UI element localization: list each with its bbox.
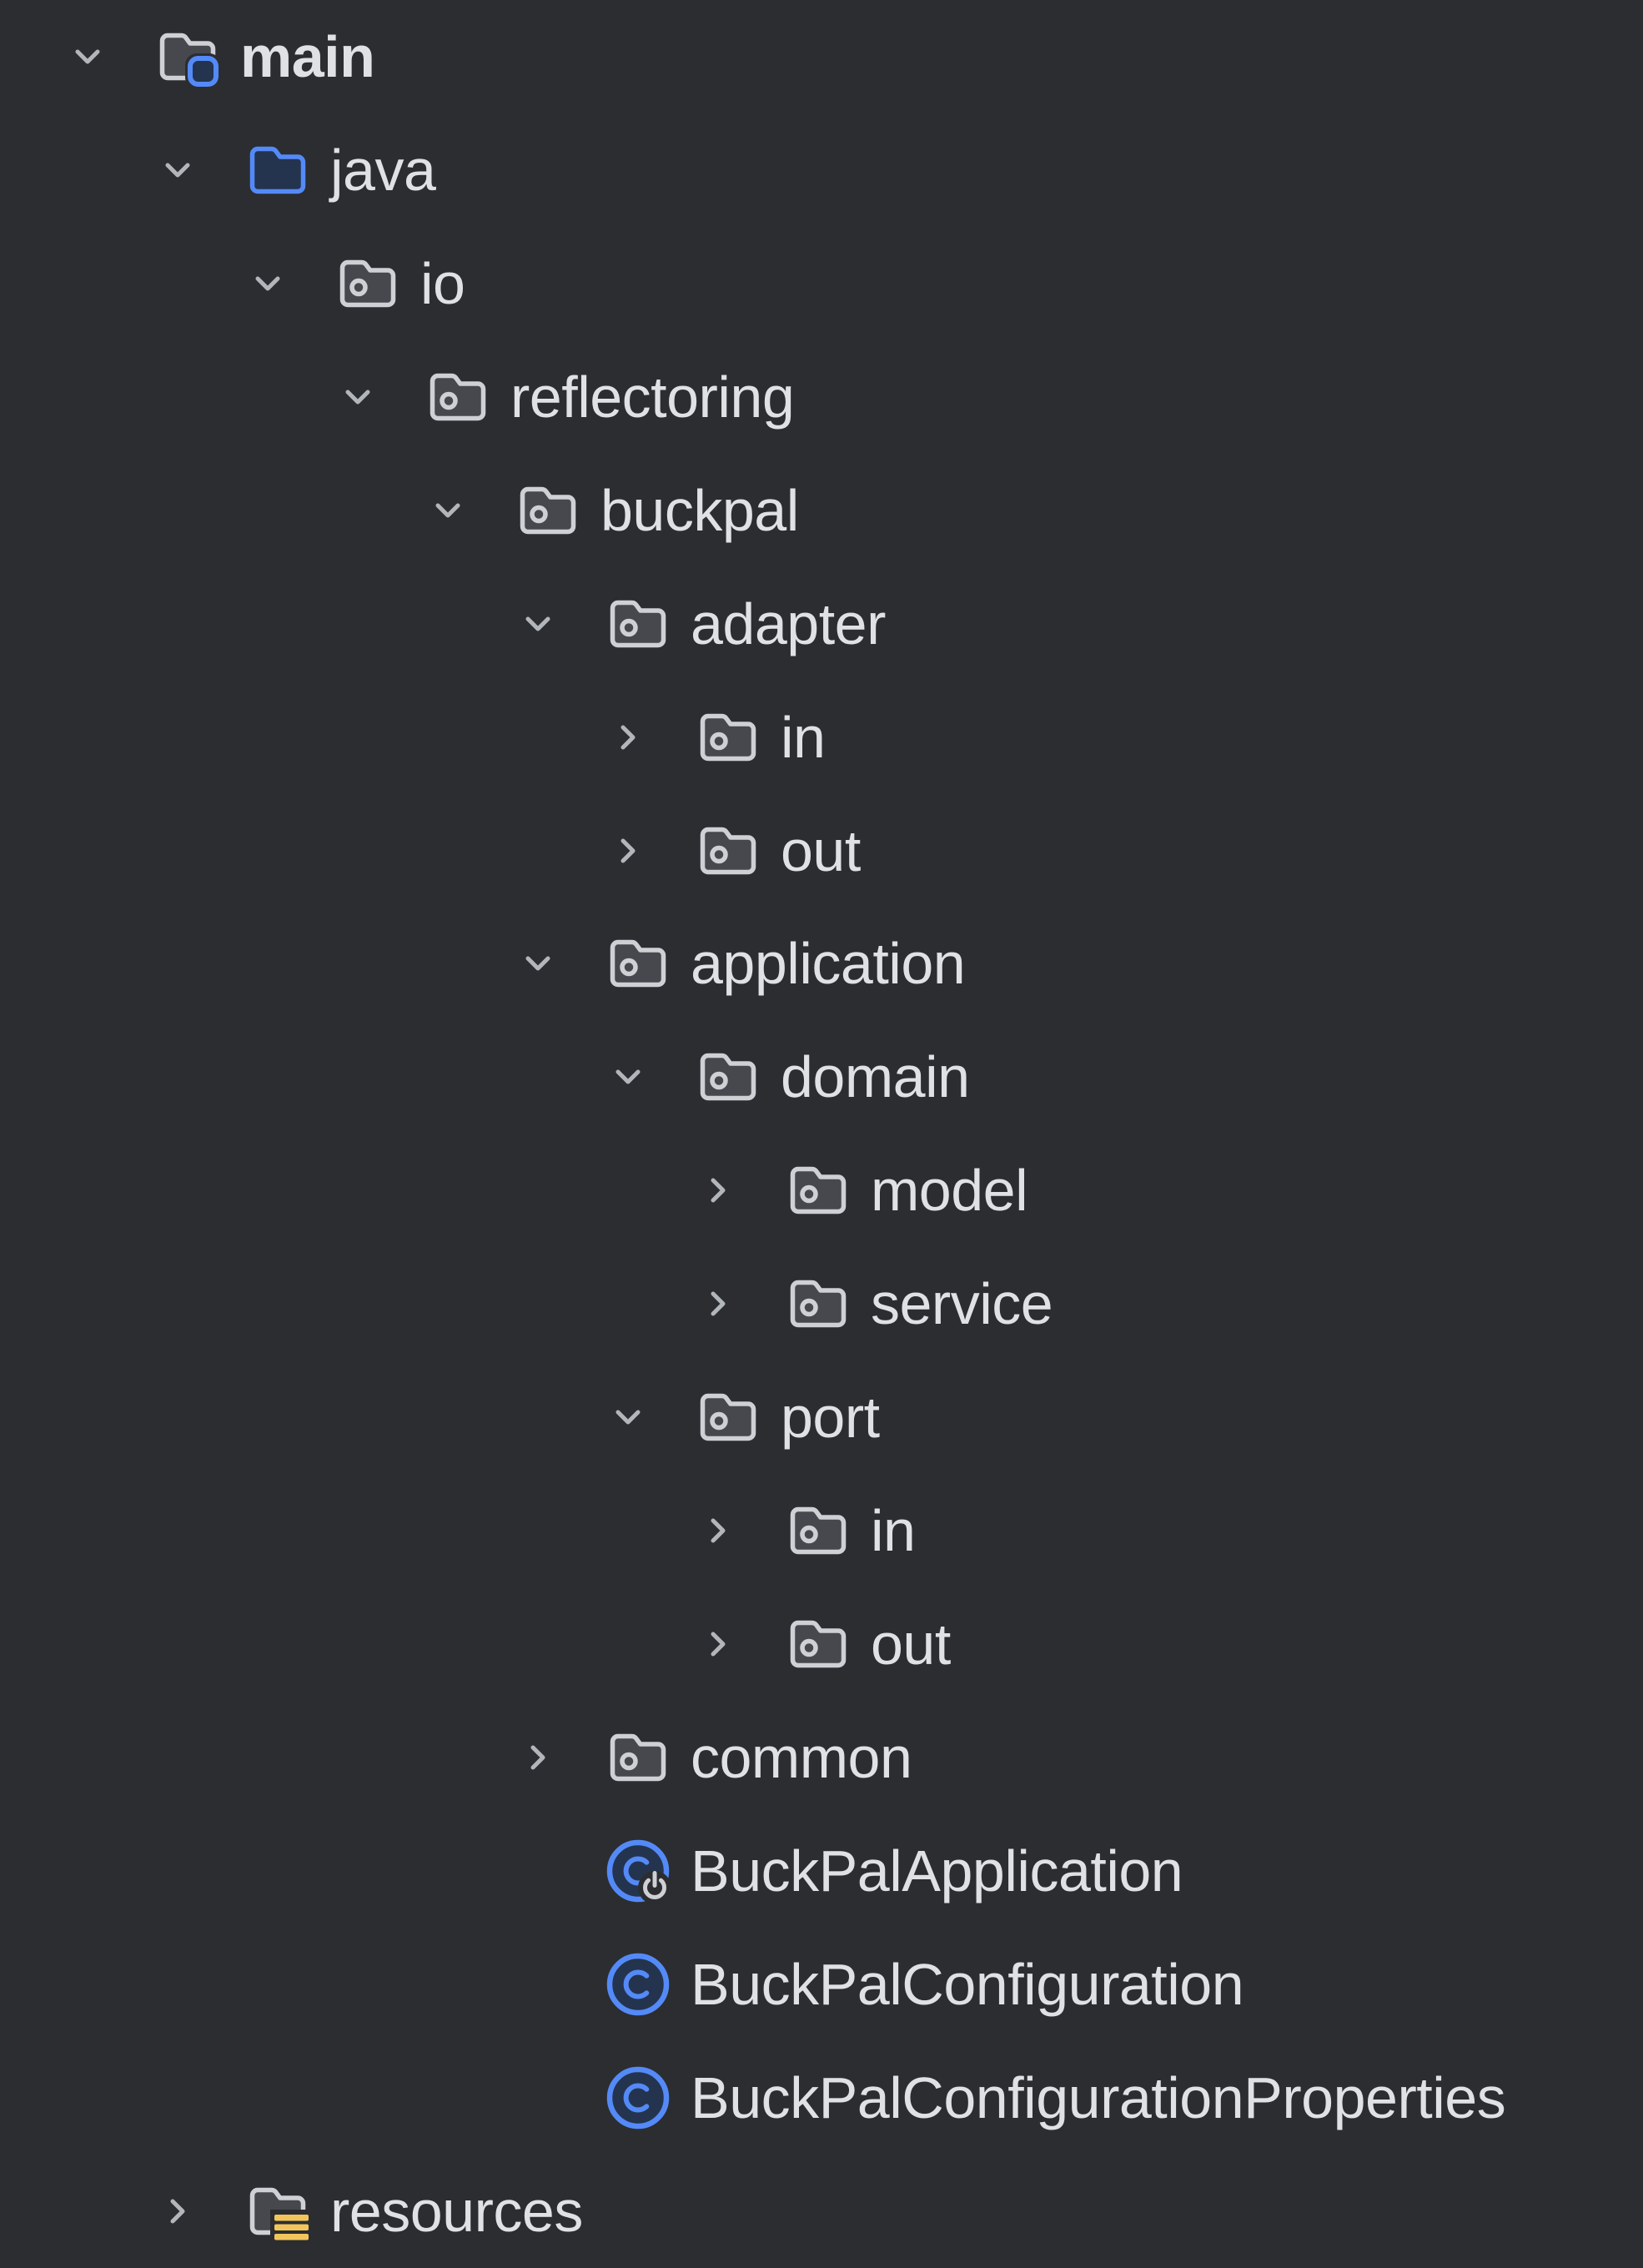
tree-item-out[interactable]: out [0,794,1643,908]
package-folder-icon [785,1611,852,1677]
tree-item-label: io [420,250,465,316]
chevron-down-icon[interactable] [413,454,515,567]
tree-item-buckpalconfiguration[interactable]: BuckPalConfiguration [0,1928,1643,2041]
chevron-spacer [503,2041,605,2155]
package-folder-icon [605,930,671,997]
tree-item-label: BuckPalConfigurationProperties [691,2064,1506,2130]
package-folder-icon [425,364,491,430]
tree-item-label: main [240,23,375,89]
chevron-down-icon[interactable] [503,567,605,681]
tree-item-label: out [781,817,861,883]
chevron-down-icon[interactable] [53,0,154,113]
package-folder-icon [695,817,761,884]
chevron-spacer [503,1814,605,1928]
java-source-folder-icon [244,137,311,204]
class-icon [605,1951,671,2018]
tree-item-model[interactable]: model [0,1134,1643,1247]
package-folder-icon [334,250,401,317]
chevron-down-icon[interactable] [143,113,244,227]
tree-item-main[interactable]: main [0,0,1643,113]
package-folder-icon [695,704,761,771]
chevron-right-icon[interactable] [503,1701,605,1814]
chevron-down-icon[interactable] [593,1020,695,1134]
chevron-down-icon[interactable] [503,908,605,1021]
tree-item-buckpalconfigurationproperties[interactable]: BuckPalConfigurationProperties [0,2041,1643,2155]
resources-folder-icon [244,2178,311,2245]
package-folder-icon [785,1157,852,1224]
tree-item-java[interactable]: java [0,113,1643,227]
package-folder-icon [605,591,671,657]
tree-item-label: resources [330,2178,583,2244]
tree-item-label: buckpal [600,477,799,543]
tree-item-service[interactable]: service [0,1247,1643,1360]
chevron-right-icon[interactable] [683,1587,785,1701]
tree-item-label: adapter [691,591,886,656]
tree-item-label: common [691,1725,912,1791]
tree-item-resources[interactable]: resources [0,2155,1643,2268]
tree-item-reflectoring[interactable]: reflectoring [0,340,1643,454]
tree-item-in[interactable]: in [0,1474,1643,1587]
tree-item-domain[interactable]: domain [0,1020,1643,1134]
chevron-right-icon[interactable] [683,1247,785,1360]
tree-item-out[interactable]: out [0,1587,1643,1701]
tree-item-label: reflectoring [510,364,795,430]
package-folder-icon [515,477,581,544]
tree-item-label: domain [781,1044,970,1110]
tree-item-label: in [781,704,826,770]
package-folder-icon [785,1497,852,1564]
chevron-spacer [503,1928,605,2041]
tree-item-label: out [871,1612,951,1677]
tree-item-label: model [871,1158,1028,1224]
tree-item-port[interactable]: port [0,1360,1643,1474]
chevron-right-icon[interactable] [143,2155,244,2268]
tree-item-label: service [871,1271,1053,1337]
tree-item-label: BuckPalConfiguration [691,1951,1244,2017]
chevron-down-icon[interactable] [593,1360,695,1474]
tree-item-in[interactable]: in [0,681,1643,794]
chevron-right-icon[interactable] [593,681,695,794]
tree-item-adapter[interactable]: adapter [0,567,1643,681]
class-icon [605,2064,671,2131]
tree-item-application[interactable]: application [0,908,1643,1021]
chevron-down-icon[interactable] [323,340,425,454]
tree-item-io[interactable]: io [0,227,1643,340]
package-folder-icon [695,1043,761,1110]
tree-item-label: port [781,1385,880,1451]
chevron-right-icon[interactable] [683,1134,785,1247]
tree-item-label: BuckPalApplication [691,1838,1183,1903]
chevron-right-icon[interactable] [593,794,695,908]
chevron-right-icon[interactable] [683,1474,785,1587]
tree-item-common[interactable]: common [0,1701,1643,1814]
module-folder-icon [154,23,221,90]
package-folder-icon [605,1724,671,1791]
tree-item-label: application [691,931,966,997]
package-folder-icon [695,1384,761,1451]
tree-item-label: java [330,137,436,203]
runnable-class-icon [605,1838,671,1904]
tree-item-buckpalapplication[interactable]: BuckPalApplication [0,1814,1643,1928]
package-folder-icon [785,1270,852,1337]
tree-item-label: in [871,1498,916,1564]
chevron-down-icon[interactable] [233,227,334,340]
tree-item-buckpal[interactable]: buckpal [0,454,1643,567]
